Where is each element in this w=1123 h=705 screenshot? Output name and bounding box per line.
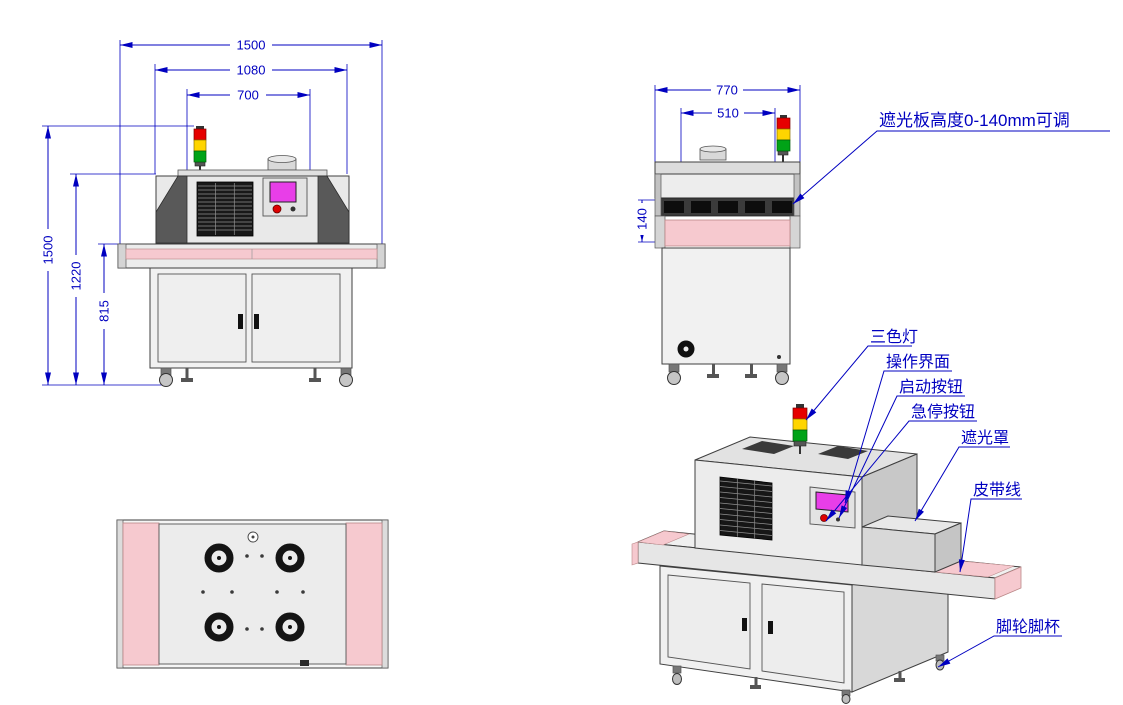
dim-side-depth-inner: 510 — [717, 106, 739, 121]
side-dimensions: 770 510 140 — [635, 83, 801, 243]
foot-cup — [750, 685, 761, 689]
uv-unit-front — [155, 155, 350, 244]
door-handle-left — [742, 618, 747, 631]
foot-cup — [181, 378, 193, 382]
annotation-shade-plate: 遮光板高度0-140mm可调 — [879, 111, 1070, 130]
label-operation-panel: 操作界面 — [886, 353, 950, 371]
side-view: 770 510 140 — [635, 83, 1110, 385]
hmi-screen — [269, 181, 297, 203]
dim-side-depth-outer: 770 — [716, 83, 738, 98]
conveyor-front — [117, 243, 386, 269]
start-button-front — [290, 206, 296, 212]
foot-cup — [894, 678, 905, 682]
foot-cup — [745, 374, 757, 378]
top-vent-slot — [818, 446, 868, 459]
door-handle-right — [254, 314, 259, 329]
belt-strip — [125, 248, 378, 260]
right-side-panel — [317, 175, 350, 244]
tower-red-segment — [193, 128, 207, 141]
belt-top-right — [345, 522, 383, 666]
belt-end-face — [994, 566, 1022, 600]
label-caster-footcup: 脚轮脚杯 — [996, 618, 1060, 636]
tower-yellow-segment — [193, 139, 207, 152]
casters-front — [159, 367, 353, 387]
vent-grille — [196, 181, 254, 237]
cabinet-side — [661, 247, 791, 365]
uv-unit-side — [654, 145, 801, 249]
dim-side-shade-travel: 140 — [635, 208, 650, 230]
iso-labels: 三色灯 操作界面 启动按钮 急停按钮 遮光罩 皮带线 脚轮脚杯 — [805, 328, 1062, 668]
front-dimensions: 1500 1080 700 1500 1220 815 — [41, 38, 383, 386]
foot-cup — [309, 378, 321, 382]
start-button — [836, 517, 840, 522]
label-start-button: 启动按钮 — [899, 378, 963, 396]
tower-light-front — [193, 126, 207, 172]
cabinet-door-left — [157, 273, 247, 363]
caster-wheel — [339, 373, 353, 387]
label-belt-line: 皮带线 — [973, 481, 1021, 499]
label-tricolor-light: 三色灯 — [870, 328, 918, 346]
shade-plate-annotation: 遮光板高度0-140mm可调 — [792, 111, 1110, 205]
fan — [204, 543, 234, 573]
label-estop-button: 急停按钮 — [911, 403, 975, 421]
dim-front-height-belt: 815 — [97, 300, 112, 322]
caster-wheel — [841, 694, 851, 704]
cabinet-door-left — [667, 574, 751, 670]
dim-front-height-body: 1220 — [69, 262, 84, 291]
dim-front-width-body: 1080 — [237, 63, 266, 78]
caster-wheel — [667, 371, 681, 385]
iso-tower-light — [792, 404, 808, 454]
dim-front-width-inner: 700 — [237, 88, 259, 103]
left-side-panel — [155, 175, 188, 244]
estop-button-front — [272, 204, 282, 214]
foot-cup — [707, 374, 719, 378]
cabinet-door-right — [761, 583, 845, 684]
belt-top-left — [122, 522, 160, 666]
caster-wheel — [935, 659, 945, 671]
cabinet-front — [149, 267, 353, 369]
fan — [204, 612, 234, 642]
rear-connector — [300, 660, 309, 666]
cabinet-door-right — [251, 273, 341, 363]
belt-roller-side — [664, 219, 791, 247]
cooling-fans — [204, 543, 305, 642]
iso-shade-cover — [861, 515, 962, 573]
iso-view: 三色灯 操作界面 启动按钮 急停按钮 遮光罩 皮带线 脚轮脚杯 — [631, 328, 1062, 704]
caster-wheel — [775, 371, 789, 385]
belt-surface-left — [636, 530, 691, 546]
caster-wheel — [159, 373, 173, 387]
screw-dots — [201, 554, 305, 631]
top-view — [116, 519, 389, 669]
tower-light-side — [776, 115, 791, 163]
vent-grille — [719, 476, 773, 541]
fan — [275, 612, 305, 642]
iso-casters — [672, 654, 945, 704]
dim-front-height-total: 1500 — [41, 236, 56, 265]
casters-side — [667, 363, 789, 385]
fan — [275, 543, 305, 573]
label-shade-cover: 遮光罩 — [961, 429, 1009, 447]
top-deck — [158, 523, 347, 665]
caster-wheel — [672, 673, 682, 685]
door-handle-left — [238, 314, 243, 329]
top-vent-slot — [742, 441, 794, 454]
front-view: 1500 1080 700 1500 1220 815 — [41, 38, 386, 387]
dim-front-width-outer: 1500 — [237, 38, 266, 53]
tower-green-segment — [193, 150, 207, 163]
door-handle-right — [768, 621, 773, 634]
